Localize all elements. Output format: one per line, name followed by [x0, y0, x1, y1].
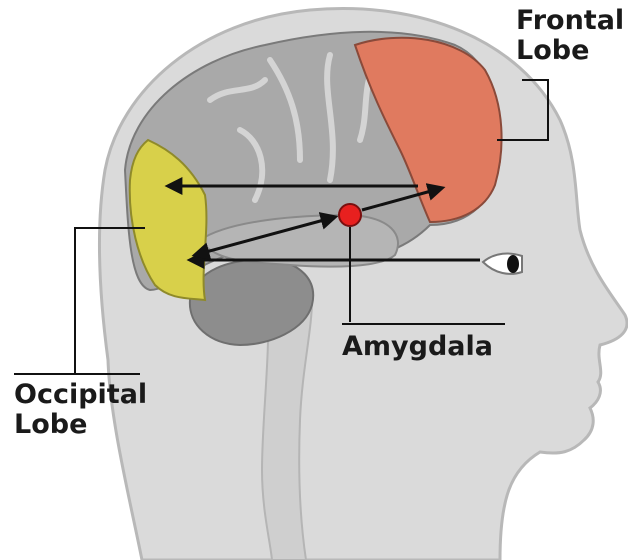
- occipital-lobe-label-line1: Occipital: [14, 380, 147, 410]
- frontal-lobe-label-line1: Frontal: [516, 6, 624, 36]
- frontal-lobe-label-line2: Lobe: [516, 36, 624, 66]
- amygdala-label: Amygdala: [342, 332, 493, 362]
- frontal-lobe-label: Frontal Lobe: [516, 6, 624, 66]
- occipital-lobe-label: Occipital Lobe: [14, 380, 147, 440]
- occipital-lobe-label-line2: Lobe: [14, 410, 147, 440]
- amygdala-dot: [339, 204, 361, 226]
- pupil: [507, 255, 519, 273]
